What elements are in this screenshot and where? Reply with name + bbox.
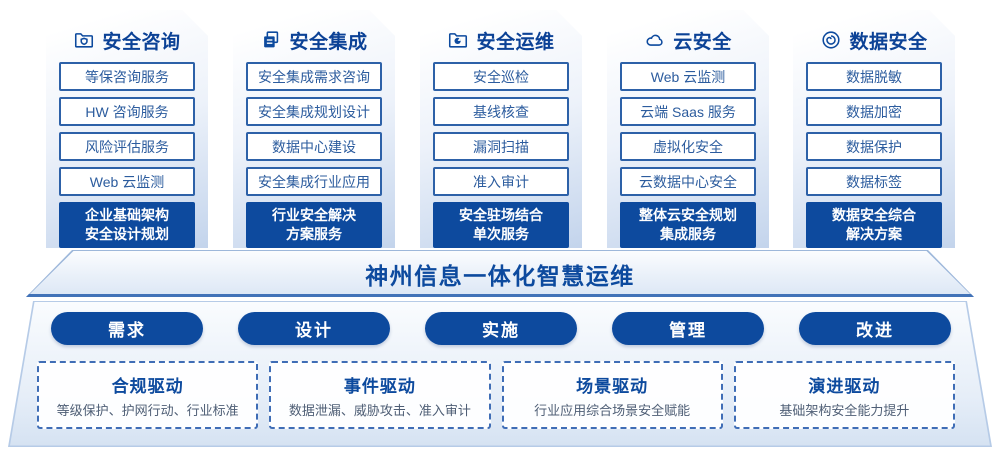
- process-pill-demand: 需求: [51, 312, 203, 345]
- highlight-line: 方案服务: [286, 226, 342, 242]
- service-item: 漏洞扫描: [433, 132, 569, 161]
- service-item: 数据中心建设: [246, 132, 382, 161]
- driver-card-evolution: 演进驱动 基础架构安全能力提升: [733, 361, 955, 429]
- column-items: Web 云监测 云端 Saas 服务 虚拟化安全 云数据中心安全: [620, 62, 756, 196]
- banner-trapezoid: 神州信息一体化智慧运维: [0, 250, 1000, 297]
- highlight-line: 集成服务: [660, 226, 716, 242]
- service-item: 准入审计: [433, 167, 569, 196]
- column-items: 安全集成需求咨询 安全集成规划设计 数据中心建设 安全集成行业应用: [246, 62, 382, 196]
- driver-row: 合规驱动 等级保护、护网行动、行业标准 事件驱动 数据泄漏、威胁攻击、准入审计 …: [37, 361, 955, 429]
- driver-desc: 数据泄漏、威胁攻击、准入审计: [288, 402, 471, 418]
- column-header: 安全咨询: [46, 27, 208, 53]
- column-title: 安全运维: [476, 31, 555, 53]
- folder-shield-icon: [73, 29, 95, 51]
- banner-surface: 神州信息一体化智慧运维: [0, 250, 1000, 297]
- driver-title: 场景驱动: [576, 376, 649, 396]
- column-title: 云安全: [673, 31, 732, 53]
- highlight-service: 整体云安全规划 集成服务: [620, 202, 756, 248]
- copy-docs-icon: [260, 29, 282, 51]
- service-item: 云数据中心安全: [620, 167, 756, 196]
- process-pill-improvement: 改进: [799, 312, 951, 345]
- service-item: 虚拟化安全: [620, 132, 756, 161]
- banner-bottom-edge: [26, 294, 974, 297]
- column-items: 安全巡检 基线核查 漏洞扫描 准入审计: [433, 62, 569, 196]
- service-item: 数据标签: [806, 167, 942, 196]
- service-item: 数据脱敏: [806, 62, 942, 91]
- process-pill-management: 管理: [612, 312, 764, 345]
- driver-title: 合规驱动: [111, 376, 184, 396]
- highlight-line: 单次服务: [473, 226, 529, 242]
- driver-title: 演进驱动: [808, 376, 881, 396]
- highlight-line: 安全驻场结合: [459, 207, 543, 223]
- service-item: 数据保护: [806, 132, 942, 161]
- driver-card-compliance: 合规驱动 等级保护、护网行动、行业标准: [37, 361, 259, 429]
- service-item: 数据加密: [806, 97, 942, 126]
- service-item: 风险评估服务: [59, 132, 195, 161]
- column-items: 等保咨询服务 HW 咨询服务 风险评估服务 Web 云监测: [59, 62, 195, 196]
- service-item: 云端 Saas 服务: [620, 97, 756, 126]
- highlight-line: 安全设计规划: [85, 226, 169, 242]
- highlight-line: 数据安全综合: [832, 207, 916, 223]
- service-item: HW 咨询服务: [59, 97, 195, 126]
- driver-desc: 等级保护、护网行动、行业标准: [56, 402, 239, 418]
- highlight-service: 数据安全综合 解决方案: [806, 202, 942, 248]
- highlight-line: 企业基础架构: [85, 207, 169, 223]
- column-header: 安全集成: [233, 27, 395, 53]
- service-column-security-integration: 安全集成 安全集成需求咨询 安全集成规划设计 数据中心建设 安全集成行业应用 行…: [233, 10, 395, 248]
- column-title: 安全咨询: [102, 31, 181, 53]
- service-item: 等保咨询服务: [59, 62, 195, 91]
- highlight-line: 整体云安全规划: [639, 207, 737, 223]
- column-items: 数据脱敏 数据加密 数据保护 数据标签: [806, 62, 942, 196]
- folder-pie-icon: [447, 29, 469, 51]
- process-pill-design: 设计: [238, 312, 390, 345]
- highlight-service: 安全驻场结合 单次服务: [433, 202, 569, 248]
- driver-title: 事件驱动: [343, 376, 416, 396]
- highlight-service: 企业基础架构 安全设计规划: [59, 202, 195, 248]
- service-item: Web 云监测: [620, 62, 756, 91]
- service-column-security-operations: 安全运维 安全巡检 基线核查 漏洞扫描 准入审计 安全驻场结合 单次服务: [420, 10, 582, 248]
- driver-desc: 基础架构安全能力提升: [779, 402, 910, 418]
- service-item: 基线核查: [433, 97, 569, 126]
- service-column-cloud-security: 云安全 Web 云监测 云端 Saas 服务 虚拟化安全 云数据中心安全 整体云…: [607, 10, 769, 248]
- service-column-security-consulting: 安全咨询 等保咨询服务 HW 咨询服务 风险评估服务 Web 云监测 企业基础架…: [46, 10, 208, 248]
- column-title: 安全集成: [289, 31, 368, 53]
- cloud-icon: [644, 29, 666, 51]
- driver-desc: 行业应用综合场景安全赋能: [534, 402, 691, 418]
- service-item: Web 云监测: [59, 167, 195, 196]
- column-title: 数据安全: [849, 31, 928, 53]
- service-item: 安全集成需求咨询: [246, 62, 382, 91]
- driver-card-scenario: 场景驱动 行业应用综合场景安全赋能: [501, 361, 723, 429]
- highlight-service: 行业安全解决 方案服务: [246, 202, 382, 248]
- service-column-data-security: 数据安全 数据脱敏 数据加密 数据保护 数据标签 数据安全综合 解决方案: [793, 10, 955, 248]
- driver-card-incident: 事件驱动 数据泄漏、威胁攻击、准入审计: [269, 361, 491, 429]
- service-item: 安全巡检: [433, 62, 569, 91]
- data-spiral-icon: [820, 29, 842, 51]
- column-header: 云安全: [607, 27, 769, 53]
- column-header: 安全运维: [420, 27, 582, 53]
- service-item: 安全集成行业应用: [246, 167, 382, 196]
- column-header: 数据安全: [793, 27, 955, 53]
- highlight-line: 行业安全解决: [272, 207, 356, 223]
- highlight-line: 解决方案: [846, 226, 902, 242]
- process-pill-implementation: 实施: [425, 312, 577, 345]
- banner-title: 神州信息一体化智慧运维: [365, 262, 635, 289]
- service-item: 安全集成规划设计: [246, 97, 382, 126]
